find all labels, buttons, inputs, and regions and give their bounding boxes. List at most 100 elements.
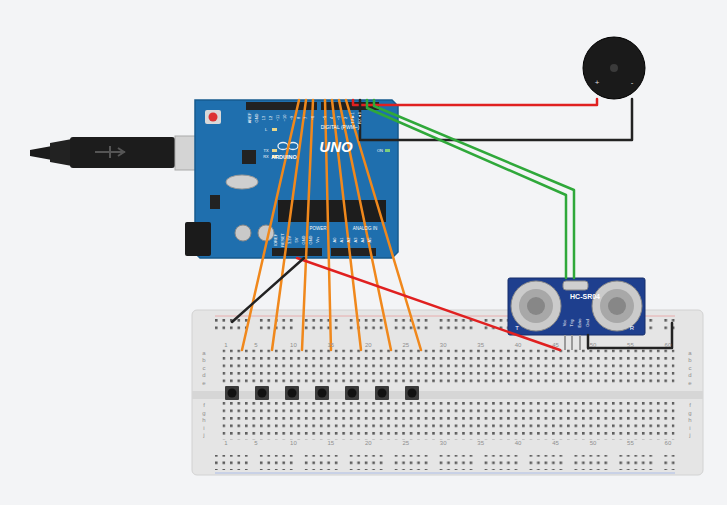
- component-label: 60: [665, 342, 672, 348]
- component-label: 60: [665, 440, 672, 446]
- component-label: A2: [347, 238, 351, 243]
- component-label: b: [202, 357, 205, 363]
- component-label: 2: [344, 117, 348, 119]
- component-label: L: [265, 128, 267, 132]
- component-label: UNO: [319, 139, 352, 154]
- component-label: A5: [368, 238, 372, 243]
- component-label: c: [689, 365, 692, 371]
- jumper-wire: [360, 99, 632, 140]
- jumper-wire: [367, 100, 566, 278]
- component-label: g: [688, 410, 691, 416]
- jumper-wire: [346, 100, 421, 350]
- component-label: 50: [590, 440, 597, 446]
- component-label: 50: [590, 342, 597, 348]
- component-label: 7: [304, 117, 308, 119]
- component-label: 8: [297, 117, 301, 119]
- component-label: 40: [515, 342, 522, 348]
- component-label: i: [203, 425, 204, 431]
- component-label: ANALOG IN: [353, 227, 378, 232]
- component-label: R: [630, 325, 634, 331]
- component-label: Gnd: [586, 319, 590, 327]
- component-label: g: [202, 410, 205, 416]
- component-label: 1: [224, 342, 227, 348]
- component-label: j: [203, 432, 204, 438]
- component-label: 5: [254, 342, 257, 348]
- component-label: IOREF: [274, 234, 278, 246]
- component-label: Vin: [316, 237, 320, 243]
- component-label: AREF: [248, 113, 252, 124]
- piezo-buzzer: +-: [583, 37, 645, 99]
- component-label: GND: [255, 114, 259, 123]
- component-label: ~6: [311, 116, 315, 121]
- component-label: GND: [302, 236, 306, 245]
- component-label: 13: [262, 116, 266, 120]
- component-label: TX: [263, 149, 268, 153]
- component-label: POWER: [309, 227, 326, 232]
- component-label: j: [689, 432, 690, 438]
- component-label: i: [689, 425, 690, 431]
- component-label: 5: [254, 440, 257, 446]
- component-label: T: [515, 325, 519, 331]
- component-label: ON: [377, 149, 383, 153]
- component-label: RX: [263, 155, 269, 159]
- component-label: 35: [477, 440, 484, 446]
- component-label: DIGITAL (PWM~): [321, 125, 360, 130]
- component-label: 1: [224, 440, 227, 446]
- component-label: A1: [340, 238, 344, 243]
- component-label: A4: [361, 238, 365, 243]
- component-label: RESET: [281, 233, 285, 246]
- jumper-wire: [232, 258, 304, 322]
- jumper-wire: [588, 323, 672, 348]
- component-label: 4: [330, 117, 334, 119]
- breadboard: 1510152025303540455055601510152025303540…: [192, 310, 703, 475]
- component-label: TX►1: [351, 112, 355, 123]
- component-label: 55: [627, 342, 634, 348]
- component-label: Echo: [578, 318, 582, 327]
- component-label: Trig: [570, 320, 574, 327]
- component-label: b: [688, 357, 691, 363]
- component-label: ~11: [276, 115, 280, 122]
- arduino-board: UNOARDUINODIGITAL (PWM~)POWERANALOG INTX…: [195, 100, 398, 258]
- component-label: 10: [290, 440, 297, 446]
- component-label: 30: [440, 440, 447, 446]
- component-label: ~9: [290, 116, 294, 121]
- component-label: d: [202, 372, 205, 378]
- jumper-wire: [374, 100, 574, 278]
- component-label: a: [688, 350, 691, 356]
- component-label: +: [595, 79, 600, 87]
- component-label: 20: [365, 440, 372, 446]
- jumper-wire: [325, 100, 331, 350]
- component-label: 15: [328, 342, 335, 348]
- component-label: e: [202, 380, 205, 386]
- component-label: h: [202, 417, 205, 423]
- component-label: f: [203, 402, 205, 408]
- component-label: 45: [552, 440, 559, 446]
- component-label: 45: [552, 342, 559, 348]
- component-label: Vcc: [563, 320, 567, 327]
- component-label: 30: [440, 342, 447, 348]
- component-label: RX◄0: [358, 112, 362, 124]
- component-label: 3.3V: [288, 236, 292, 244]
- component-label: 5V: [295, 238, 299, 243]
- component-label: 15: [328, 440, 335, 446]
- ultrasonic-sensor: HC-SR04T R VccTrig Echo Gnd: [508, 278, 645, 335]
- component-label: c: [203, 365, 206, 371]
- component-label: 20: [365, 342, 372, 348]
- component-label: e: [688, 380, 691, 386]
- component-label: -: [631, 79, 634, 87]
- component-label: 10: [290, 342, 297, 348]
- component-label: 25: [402, 440, 409, 446]
- component-label: f: [689, 402, 691, 408]
- component-label: ~10: [283, 115, 287, 122]
- jumper-wire: [353, 99, 597, 105]
- component-label: 55: [627, 440, 634, 446]
- jumper-wire: [272, 100, 306, 350]
- jumper-wire: [297, 258, 560, 350]
- jumper-wire: [302, 100, 313, 350]
- component-label: HC-SR04: [570, 293, 600, 300]
- component-label: GND: [309, 236, 313, 245]
- component-label: A0: [333, 238, 337, 243]
- component-label: h: [688, 417, 691, 423]
